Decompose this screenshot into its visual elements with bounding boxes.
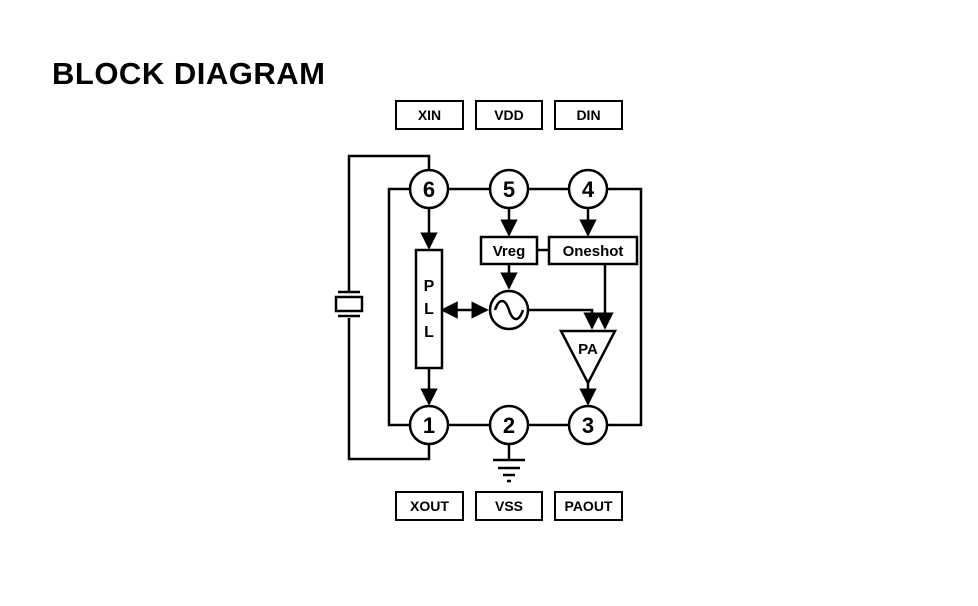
- svg-text:2: 2: [503, 413, 515, 438]
- oneshot-block: Oneshot: [547, 235, 639, 266]
- svg-text:4: 4: [582, 177, 595, 202]
- svg-text:3: 3: [582, 413, 594, 438]
- signal-arrows: [420, 208, 614, 406]
- pin-label-din: DIN: [554, 100, 623, 130]
- svg-text:L: L: [424, 301, 434, 318]
- svg-text:DIN: DIN: [576, 107, 600, 123]
- svg-text:L: L: [424, 324, 434, 341]
- pin-label-vdd: VDD: [475, 100, 543, 130]
- pin-6: 6: [408, 168, 450, 210]
- ground-icon: [493, 458, 525, 483]
- svg-text:P: P: [424, 278, 435, 295]
- pa-amplifier: PA: [558, 329, 618, 386]
- svg-text:Vreg: Vreg: [493, 243, 526, 260]
- svg-text:XOUT: XOUT: [410, 498, 449, 514]
- svg-text:XIN: XIN: [418, 107, 441, 123]
- page-title: BLOCK DIAGRAM: [52, 56, 326, 91]
- svg-text:6: 6: [423, 177, 435, 202]
- pin-label-xout: XOUT: [395, 491, 464, 521]
- vreg-block: Vreg: [479, 235, 539, 266]
- crystal-icon: [334, 290, 364, 318]
- svg-text:5: 5: [503, 177, 515, 202]
- svg-text:VSS: VSS: [495, 498, 523, 514]
- pin-label-paout: PAOUT: [554, 491, 623, 521]
- svg-text:VDD: VDD: [494, 107, 524, 123]
- pin-4: 4: [567, 168, 609, 210]
- pin-1: 1: [408, 404, 450, 446]
- pin-5: 5: [488, 168, 530, 210]
- svg-text:PAOUT: PAOUT: [565, 498, 613, 514]
- svg-text:PA: PA: [578, 341, 598, 358]
- svg-text:1: 1: [423, 413, 435, 438]
- pll-block: P L L: [414, 248, 444, 370]
- wiring: [347, 154, 643, 461]
- pin-label-vss: VSS: [475, 491, 543, 521]
- pin-label-xin: XIN: [395, 100, 464, 130]
- pin-2: 2: [488, 404, 530, 446]
- pin-3: 3: [567, 404, 609, 446]
- sine-wave-icon: [488, 289, 530, 331]
- svg-text:Oneshot: Oneshot: [563, 243, 624, 260]
